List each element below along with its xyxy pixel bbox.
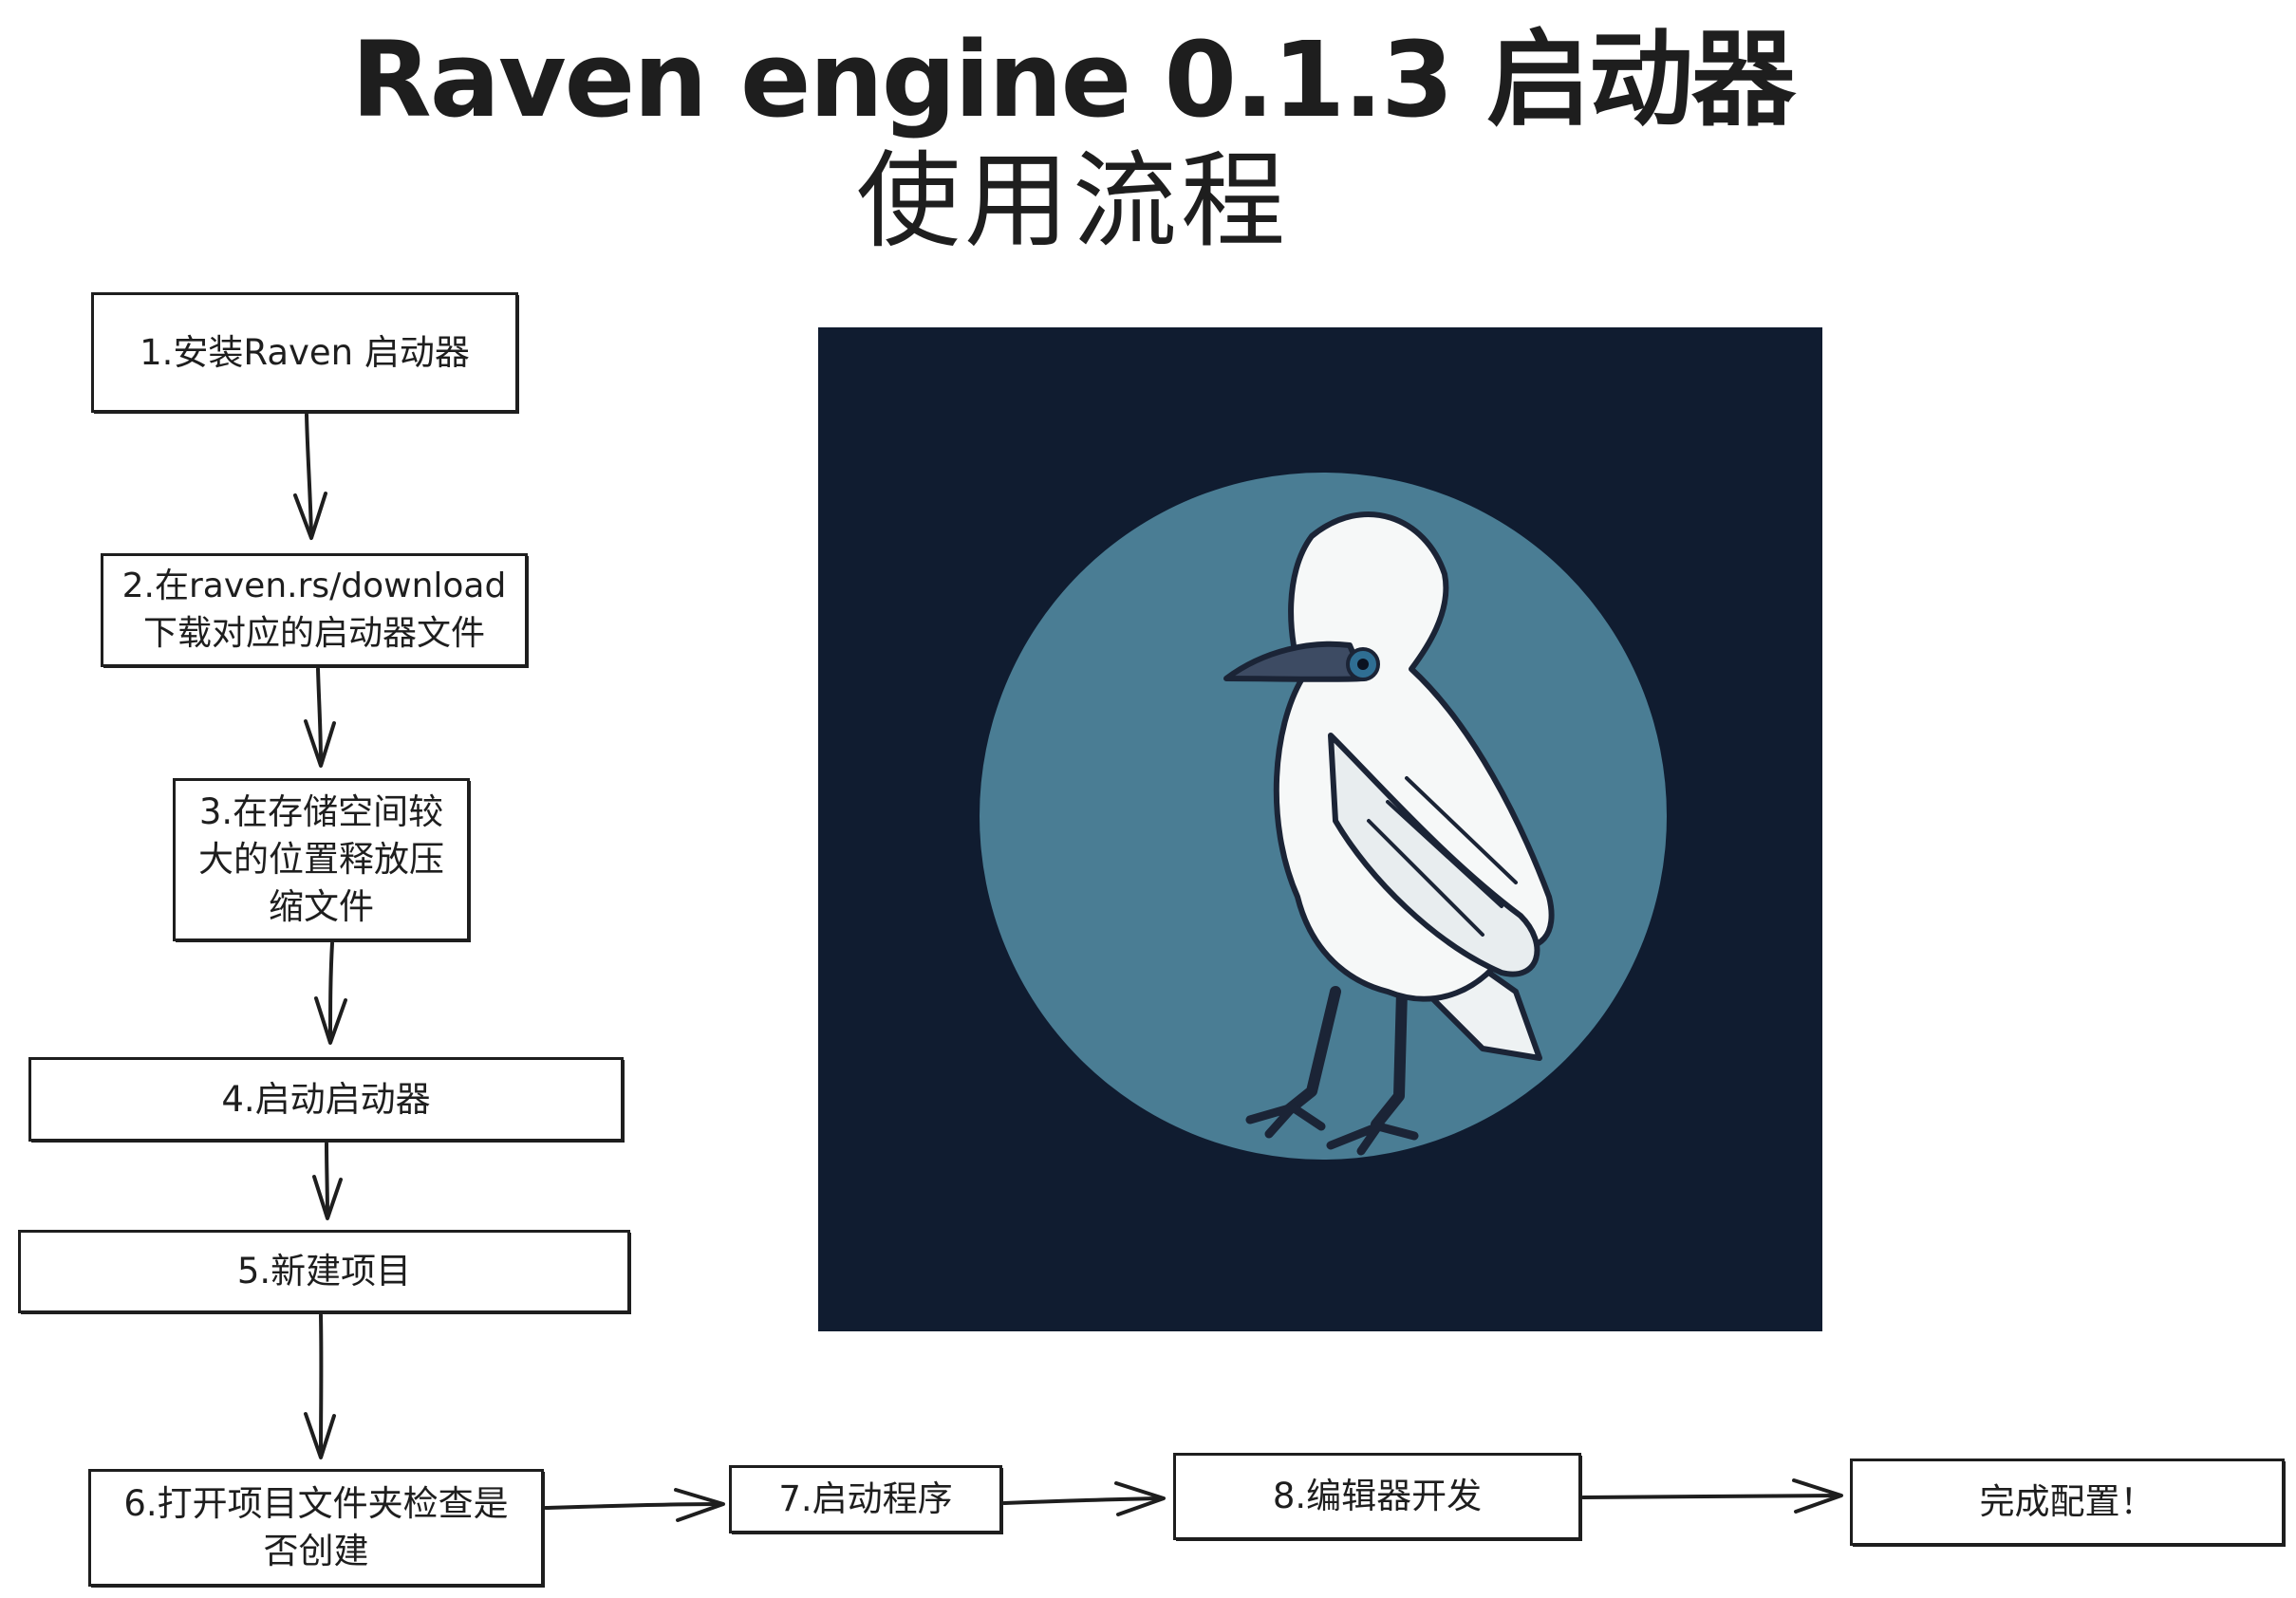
step-4-label: 4.启动启动器: [221, 1078, 431, 1120]
step-9-done-box: 完成配置！: [1850, 1459, 2285, 1546]
step-3-label: 3.在存储空间较 大的位置释放压 缩文件: [198, 791, 444, 927]
step-6-check-folder-box: 6.打开项目文件夹检查是 否创建: [88, 1469, 544, 1587]
step-7-label: 7.启动程序: [778, 1478, 953, 1519]
step-1-label: 1.安装Raven 启动器: [140, 331, 470, 373]
arrow-step4-to-step5: [312, 1142, 343, 1220]
step-1-install-box: 1.安装Raven 启动器: [91, 292, 518, 413]
arrow-step8-to-step9: [1581, 1478, 1843, 1514]
arrow-step3-to-step4: [314, 941, 347, 1045]
raven-illustration: [818, 327, 1822, 1331]
step-8-editor-box: 8.编辑器开发: [1173, 1453, 1581, 1540]
title-line-1: Raven engine 0.1.3 启动器: [351, 19, 1796, 140]
step-8-label: 8.编辑器开发: [1272, 1476, 1483, 1516]
step-4-launch-box: 4.启动启动器: [28, 1057, 624, 1142]
arrow-step2-to-step3: [304, 667, 336, 768]
step-2-download-box: 2.在raven.rs/download 下载对应的启动器文件: [101, 553, 528, 667]
arrow-step1-to-step2: [293, 413, 327, 540]
arrow-step7-to-step8: [1002, 1481, 1166, 1516]
step-6-label: 6.打开项目文件夹检查是 否创建: [123, 1483, 509, 1571]
diagram-title: Raven engine 0.1.3 启动器 使用流程: [0, 19, 2145, 262]
raven-bird: [1223, 511, 1555, 1156]
title-line-2: 使用流程: [856, 140, 1289, 262]
step-5-label: 5.新建项目: [236, 1251, 412, 1291]
arrow-step6-to-step7: [544, 1488, 725, 1522]
step-5-new-project-box: 5.新建项目: [18, 1230, 630, 1313]
step-9-label: 完成配置！: [1979, 1481, 2156, 1522]
arrow-step5-to-step6: [304, 1313, 336, 1459]
step-2-label: 2.在raven.rs/download 下载对应的启动器文件: [121, 567, 507, 653]
step-3-extract-box: 3.在存储空间较 大的位置释放压 缩文件: [173, 778, 470, 941]
step-7-run-program-box: 7.启动程序: [729, 1465, 1002, 1533]
